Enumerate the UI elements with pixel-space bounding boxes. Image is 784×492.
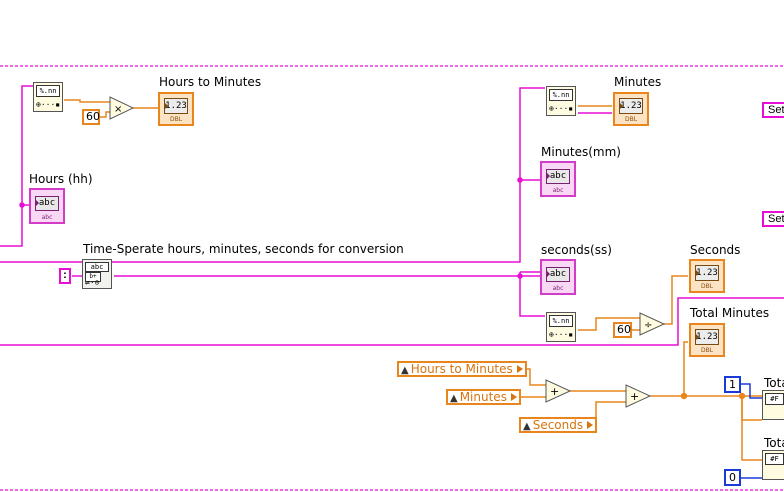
dbl-tag: DBL bbox=[624, 116, 638, 123]
indicator-seconds[interactable]: 1.23 DBL bbox=[689, 259, 725, 293]
set-property-node-a[interactable]: Set bbox=[762, 102, 784, 118]
scan-terminal-icon: ⊕···▪ bbox=[549, 330, 574, 339]
indicator-seconds-ss[interactable]: abc abc bbox=[540, 259, 576, 295]
abc-tag: abc bbox=[552, 285, 564, 292]
label-minutes-mm: Minutes(mm) bbox=[541, 145, 621, 159]
format-node-right-a[interactable]: #F bbox=[762, 390, 784, 420]
string-display: abc bbox=[35, 196, 59, 211]
format-node-right-b[interactable]: #F bbox=[762, 450, 784, 480]
scan-terminal-icon: ⊕···▪ bbox=[36, 100, 61, 109]
format-string: %.nn bbox=[549, 315, 573, 327]
constant-colon-delimiter[interactable]: : bbox=[59, 268, 71, 284]
numeric-display: 1.23 bbox=[695, 329, 719, 345]
dbl-tag: DBL bbox=[169, 116, 183, 123]
label-hours-hh: Hours (hh) bbox=[29, 172, 93, 186]
home-icon: ▲ bbox=[450, 393, 458, 404]
set-property-node-b[interactable]: Set bbox=[762, 211, 784, 227]
label-hours-to-minutes: Hours to Minutes bbox=[159, 75, 262, 89]
split-icon: b+ bbox=[85, 272, 101, 282]
home-icon: ▲ bbox=[523, 421, 531, 432]
abc-tag: abc bbox=[41, 214, 53, 221]
string-display: abc bbox=[546, 169, 570, 184]
constant-one[interactable]: 1 bbox=[724, 376, 741, 393]
scan-from-string-node-hours[interactable]: %.nn ⊕···▪ bbox=[33, 82, 63, 112]
set-label-a: Set bbox=[768, 104, 784, 116]
local-variable-label: Hours to Minutes bbox=[410, 362, 513, 376]
add-symbol-1: + bbox=[550, 385, 559, 398]
indicator-minutes-mm[interactable]: abc abc bbox=[540, 161, 576, 197]
local-variable-label: Seconds bbox=[532, 418, 584, 432]
numeric-display: 1.23 bbox=[695, 265, 719, 281]
label-seconds: Seconds bbox=[690, 243, 741, 257]
local-variable-hours-to-minutes[interactable]: ▲Hours to Minutes bbox=[397, 361, 527, 377]
home-icon: ▲ bbox=[401, 365, 409, 376]
label-total-right-b: Tota bbox=[764, 436, 784, 450]
format-string: %.nn bbox=[36, 85, 60, 97]
add-node-2: + bbox=[625, 384, 652, 408]
local-variable-label: Minutes bbox=[459, 390, 507, 404]
integer-wires bbox=[738, 383, 762, 479]
label-time-separate: Time-Sperate hours, minutes, seconds for… bbox=[83, 242, 404, 256]
label-total-minutes: Total Minutes bbox=[690, 306, 770, 320]
divide-symbol: ÷ bbox=[644, 320, 652, 331]
add-symbol-2: + bbox=[630, 390, 639, 403]
multiply-node: × bbox=[109, 96, 135, 120]
scan-from-string-node-seconds[interactable]: %.nn ⊕···▪ bbox=[546, 312, 576, 342]
multiply-symbol: × bbox=[114, 104, 122, 115]
constant-sixty-multiply[interactable]: 60 bbox=[82, 109, 100, 125]
indicator-hours-to-minutes[interactable]: 1.23 DBL bbox=[158, 92, 194, 126]
format-string-clipped: #F bbox=[765, 393, 784, 405]
structure-frame bbox=[0, 65, 784, 491]
local-variable-minutes[interactable]: ▲Minutes bbox=[446, 389, 521, 405]
string-wires bbox=[0, 85, 784, 346]
indicator-minutes[interactable]: 1.23 DBL bbox=[613, 92, 649, 126]
constant-zero[interactable]: 0 bbox=[724, 469, 741, 486]
format-string-clipped: #F bbox=[765, 453, 784, 465]
dbl-tag: DBL bbox=[700, 347, 714, 354]
scan-from-string-node-minutes[interactable]: %.nn ⊕···▪ bbox=[546, 86, 576, 116]
pattern-string: abc bbox=[85, 262, 109, 272]
match-pattern-node[interactable]: abc b+ ⇌·⊙ bbox=[82, 259, 112, 289]
add-node-1: + bbox=[545, 379, 572, 403]
numeric-display: 1.23 bbox=[164, 98, 188, 114]
numeric-display: 1.23 bbox=[619, 98, 643, 114]
format-string: %.nn bbox=[549, 89, 573, 101]
abc-tag: abc bbox=[552, 187, 564, 194]
local-variable-seconds[interactable]: ▲Seconds bbox=[519, 417, 598, 433]
label-total-right-a: Tota bbox=[764, 376, 784, 390]
label-minutes: Minutes bbox=[614, 75, 662, 89]
scan-terminal-icon: ⊕···▪ bbox=[549, 104, 574, 113]
constant-sixty-divide[interactable]: 60 bbox=[613, 322, 632, 338]
split-terminal-icon: ⇌·⊙ bbox=[85, 278, 100, 287]
indicator-hours-hh[interactable]: abc abc bbox=[29, 188, 65, 224]
numeric-wires bbox=[64, 99, 784, 461]
label-seconds-ss: seconds(ss) bbox=[541, 243, 612, 257]
dbl-tag: DBL bbox=[700, 283, 714, 290]
divide-node: ÷ bbox=[639, 312, 666, 336]
set-label-b: Set bbox=[768, 213, 784, 225]
indicator-total-minutes[interactable]: 1.23 DBL bbox=[689, 323, 725, 357]
string-display: abc bbox=[546, 267, 570, 282]
